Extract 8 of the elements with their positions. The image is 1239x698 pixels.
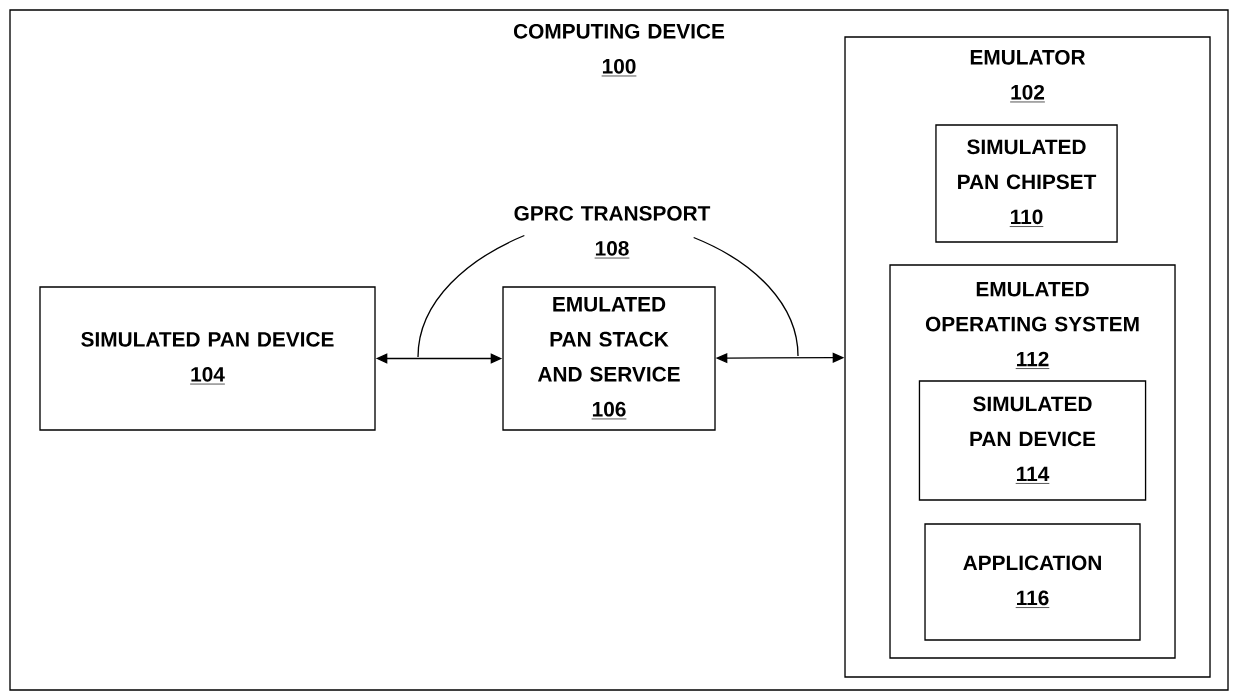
component-box: SIMULATED PAN CHIPSET 110 xyxy=(935,124,1118,243)
leader-line xyxy=(693,236,799,357)
component-box: SIMULATED PAN DEVICE 114 xyxy=(918,380,1147,501)
transport-label: GPRC TRANSPORT 108 xyxy=(514,205,711,259)
leader-line xyxy=(417,234,525,358)
component-box: EMULATED PAN STACK AND SERVICE 106 xyxy=(502,286,716,431)
component-box: SIMULATED PAN DEVICE 104 xyxy=(39,286,376,431)
component-box: APPLICATION 116 xyxy=(924,523,1141,641)
